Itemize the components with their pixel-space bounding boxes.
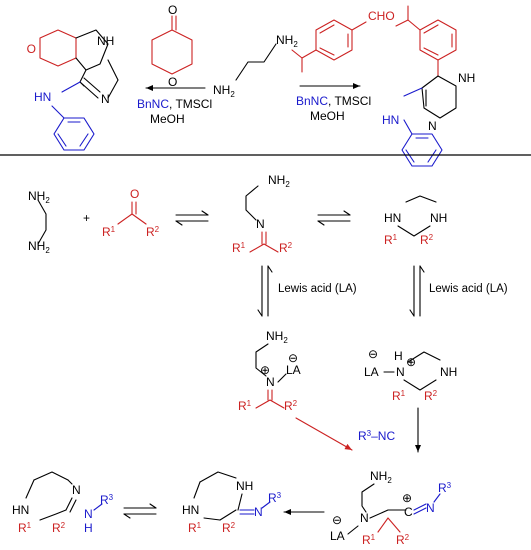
top-right-solvent: MeOH — [310, 109, 345, 123]
svg-text:R1: R1 — [102, 225, 116, 239]
svg-text:NH2: NH2 — [268, 173, 290, 189]
svg-text:O: O — [130, 187, 139, 201]
svg-text:R2: R2 — [284, 399, 298, 413]
svg-text:HN: HN — [382, 113, 399, 127]
svg-text:LA: LA — [286, 363, 301, 377]
svg-text:CHO: CHO — [368, 9, 395, 23]
svg-text:C: C — [404, 505, 413, 519]
svg-text:R2: R2 — [420, 233, 434, 247]
plus-sign: + — [83, 211, 90, 225]
svg-text:⊖: ⊖ — [332, 513, 342, 527]
isocyanide-reagent: R3–NC — [358, 429, 395, 443]
svg-text:H: H — [394, 349, 403, 363]
svg-text:NH: NH — [458, 71, 475, 85]
svg-text:R2: R2 — [396, 533, 410, 547]
svg-text:⊕: ⊕ — [260, 363, 270, 377]
svg-text:N: N — [84, 507, 93, 521]
spiro-nh-label: NH — [97, 34, 114, 48]
svg-text:R2: R2 — [279, 241, 293, 255]
vertical-equilibrium-right — [409, 265, 425, 317]
svg-text:NH2: NH2 — [28, 239, 50, 255]
spiro-oxygen-label: O — [27, 42, 36, 56]
svg-text:R1: R1 — [188, 521, 202, 535]
ethylenediamine: NH2 NH2 — [28, 189, 50, 255]
cyclic-imine-tautomer: NH HN N R3 R1 R2 — [182, 471, 282, 535]
svg-text:⊖: ⊖ — [368, 347, 378, 361]
lewis-acid-label-right: Lewis acid (LA) — [429, 283, 508, 295]
svg-text:R2: R2 — [424, 389, 438, 403]
svg-text:H: H — [84, 521, 93, 535]
vertical-equilibrium-left — [257, 265, 273, 317]
svg-text:NH: NH — [430, 211, 447, 225]
spiro-amine-hn-label: HN — [34, 90, 51, 104]
isocyanide-attack-arrow — [295, 417, 353, 451]
top-left-solvent: MeOH — [150, 112, 185, 126]
imidazolidine-intermediate: HN NH R1 R2 — [384, 195, 447, 247]
amidine-product: N HN N H R3 R1 R2 — [12, 471, 114, 535]
svg-text:HN: HN — [182, 503, 199, 517]
svg-text:NH: NH — [440, 365, 457, 379]
svg-text:N: N — [428, 119, 437, 133]
svg-text:HN: HN — [12, 503, 29, 517]
oxanone-ring-o-label: O — [168, 75, 177, 89]
svg-text:NH2: NH2 — [276, 33, 298, 49]
svg-text:⊕: ⊕ — [406, 355, 416, 369]
svg-text:R1: R1 — [232, 241, 246, 255]
spiro-n-label: N — [101, 92, 110, 106]
svg-text:N: N — [72, 483, 81, 497]
svg-text:N: N — [256, 217, 265, 231]
equilibrium-arrow-1 — [175, 210, 209, 226]
ethylenediamine-top: NH2 NH2 — [213, 33, 298, 99]
svg-text:NH2: NH2 — [266, 329, 288, 345]
svg-text:N: N — [426, 501, 435, 515]
svg-text:NH2: NH2 — [213, 83, 235, 99]
svg-text:R1: R1 — [392, 389, 406, 403]
svg-text:R1: R1 — [238, 399, 252, 413]
svg-text:NH2: NH2 — [370, 469, 392, 485]
svg-text:⊕: ⊕ — [402, 491, 412, 505]
svg-text:N: N — [396, 365, 405, 379]
svg-text:R3: R3 — [100, 493, 114, 507]
svg-text:R2: R2 — [222, 521, 236, 535]
cuminaldehyde-reagent: CHO — [291, 9, 395, 73]
svg-text:R1: R1 — [18, 521, 32, 535]
svg-text:HN: HN — [384, 211, 401, 225]
svg-text:⊖: ⊖ — [288, 351, 298, 365]
spiro-product: O NH N HN — [27, 29, 119, 151]
svg-text:R2: R2 — [52, 521, 66, 535]
svg-text:N: N — [360, 511, 369, 525]
svg-text:NH: NH — [236, 479, 253, 493]
svg-text:NH2: NH2 — [28, 189, 50, 205]
equilibrium-arrow-2 — [317, 210, 351, 226]
svg-text:R3: R3 — [438, 481, 452, 495]
svg-text:LA: LA — [330, 529, 345, 543]
svg-text:N: N — [254, 505, 263, 519]
svg-text:R1: R1 — [384, 233, 398, 247]
equilibrium-arrow-3 — [123, 503, 157, 519]
svg-text:R1: R1 — [362, 533, 376, 547]
aryl-tetrahydropyrazine-product: NH N HN — [382, 5, 475, 167]
activated-iminium-intermediate: NH2 N ⊕ LA ⊖ R1 R2 — [238, 329, 301, 413]
top-right-reagents: BnNC, TMSCl — [296, 94, 371, 108]
nitrilium-intermediate: NH2 N ⊖ LA C ⊕ N R3 R1 R2 — [330, 469, 452, 547]
activated-imidazolidine-intermediate: ⊖ LA N H ⊕ NH R1 R2 — [364, 347, 457, 403]
svg-text:R3: R3 — [268, 491, 282, 505]
svg-text:LA: LA — [364, 365, 379, 379]
top-left-reagents: BnNC, TMSCl — [137, 97, 212, 111]
svg-text:N: N — [266, 375, 275, 389]
imine-intermediate: NH2 N R1 R2 — [232, 173, 293, 255]
oxanone-reagent: O O — [151, 3, 193, 89]
oxanone-carbonyl-o-label: O — [168, 3, 177, 17]
lewis-acid-label-left: Lewis acid (LA) — [278, 283, 357, 295]
svg-text:R2: R2 — [146, 225, 160, 239]
carbonyl-compound: O R1 R2 — [102, 187, 160, 239]
